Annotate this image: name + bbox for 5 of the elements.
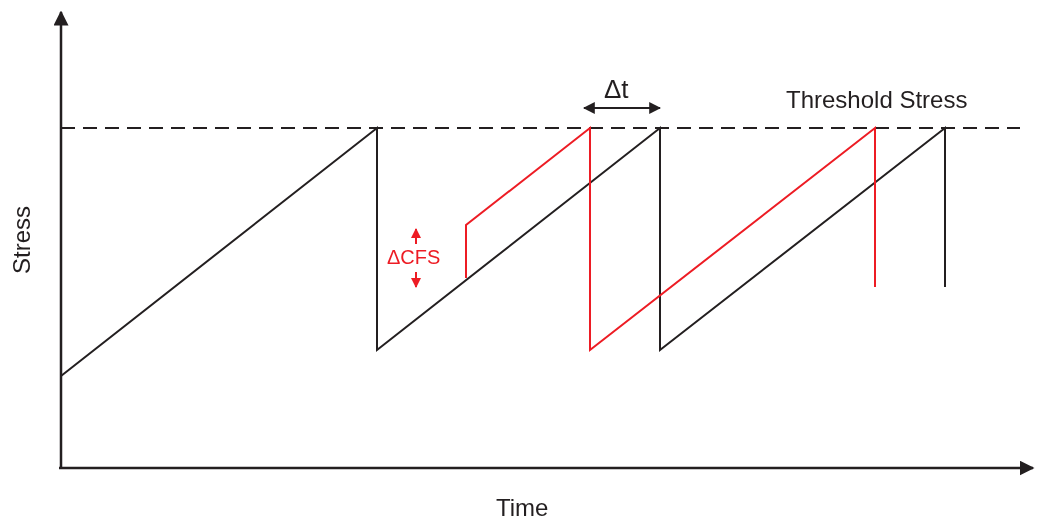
axis-title: Stress: [10, 206, 34, 274]
interval-label: Δt: [604, 76, 629, 102]
axis-title: Time: [496, 496, 549, 520]
threshold-label: Threshold Stress: [786, 88, 968, 112]
stress-change-label: ΔCFS: [387, 247, 441, 267]
